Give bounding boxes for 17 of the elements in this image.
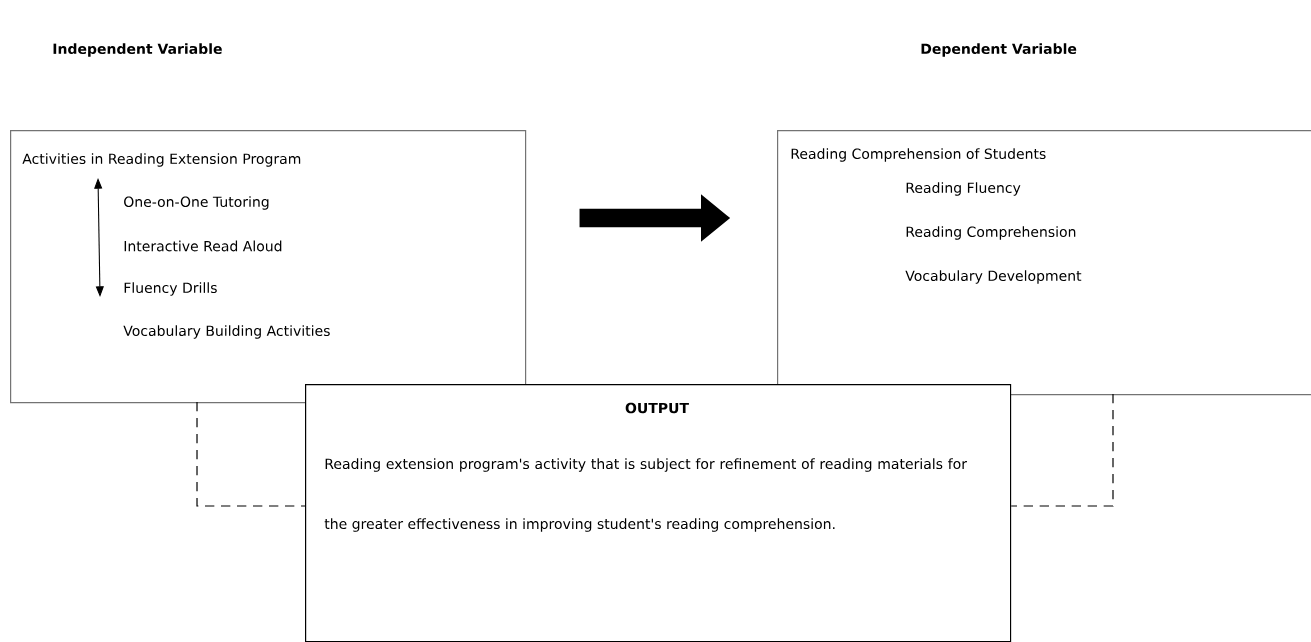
list-item: Reading Comprehension (906, 226, 1076, 240)
output-box (305, 384, 1012, 642)
dashed-connector (196, 401, 306, 507)
list-item: Reading Fluency (906, 182, 1021, 196)
variable-box (10, 130, 527, 404)
list-item: One-on-One Tutoring (124, 196, 269, 210)
box-heading: Reading Comprehension of Students (791, 148, 1046, 162)
list-item: Interactive Read Aloud (124, 240, 282, 252)
output-paragraph: Reading extension program's activity that is subject for refinement of reading materials for the greater effectiveness in improving student's reading comprehension. (324, 458, 967, 532)
variable-label: Independent Variable (53, 43, 222, 57)
box-heading: Activities in Reading Extension Program (22, 153, 301, 167)
box-heading: OUTPUT (625, 402, 689, 414)
variable-label: Dependent Variable (921, 43, 1077, 57)
variable-box (777, 130, 1311, 396)
list-item: Vocabulary Development (905, 270, 1082, 284)
list-item: Vocabulary Building Activities (123, 325, 330, 339)
list-item: Fluency Drills (124, 282, 217, 296)
